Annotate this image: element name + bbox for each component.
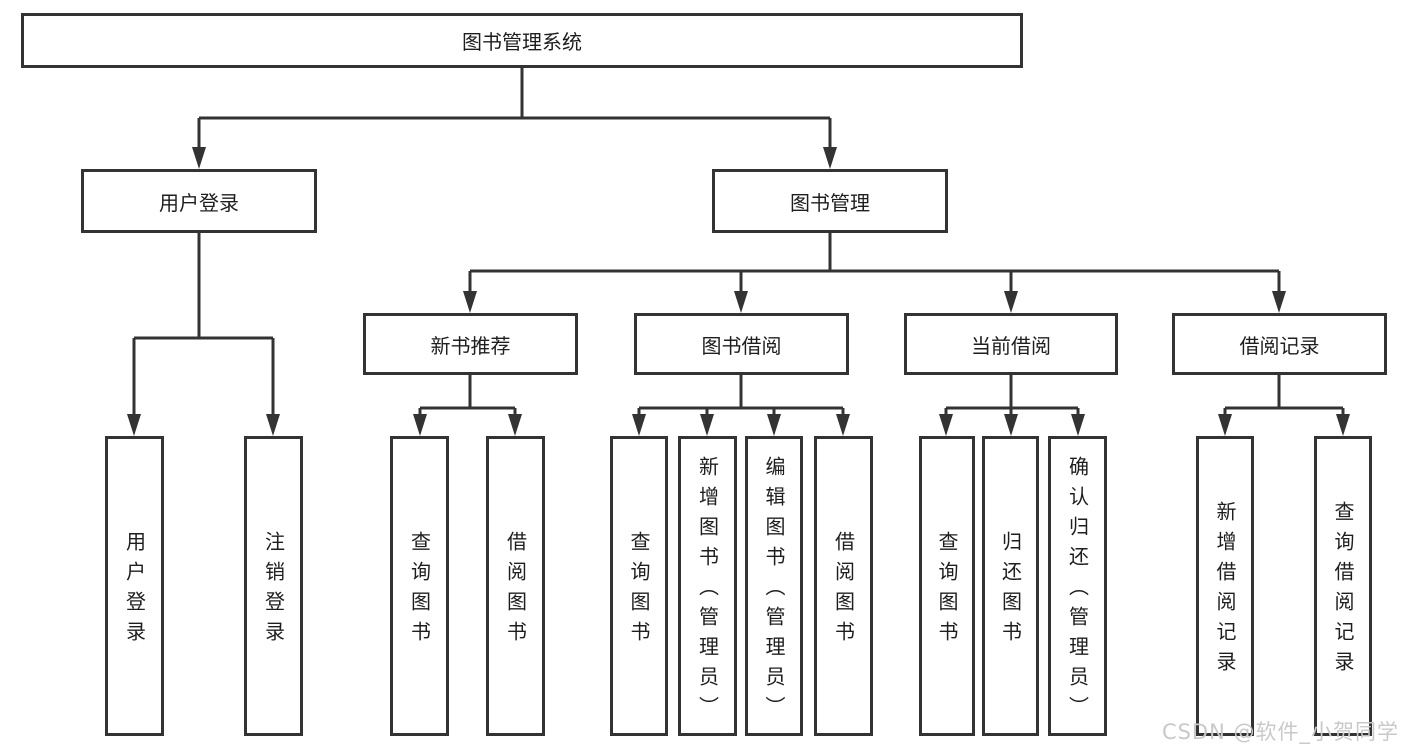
leaf-query-books-2: 查询图书 <box>610 436 668 736</box>
leaf-label: 查询图书 <box>935 531 959 651</box>
arrow-down-icon <box>127 414 141 436</box>
node-book-borrow: 图书借阅 <box>634 313 849 375</box>
leaf-user-login: 用户登录 <box>105 436 164 736</box>
arrow-down-icon <box>1336 414 1350 436</box>
arrow-down-icon <box>192 147 206 169</box>
node-label: 当前借阅 <box>971 333 1051 358</box>
node-current-borrow: 当前借阅 <box>904 313 1118 375</box>
arrow-down-icon <box>767 414 781 436</box>
leaf-label: 用户登录 <box>122 531 147 651</box>
arrow-down-icon <box>632 414 646 436</box>
arrow-down-icon <box>734 291 748 313</box>
arrow-down-icon <box>700 414 714 436</box>
node-label: 图书管理系统 <box>462 30 582 54</box>
leaf-label: 新增图书（管理员） <box>695 456 720 726</box>
leaf-label: 借阅图书 <box>503 531 528 651</box>
leaf-add-borrow-record: 新增借阅记录 <box>1196 436 1254 736</box>
arrow-down-icon <box>1004 291 1018 313</box>
node-user-login: 用户登录 <box>81 169 317 233</box>
leaf-confirm-return-admin: 确认归还（管理员） <box>1048 436 1107 736</box>
node-borrow-records: 借阅记录 <box>1172 313 1387 375</box>
arrow-down-icon <box>508 414 522 436</box>
arrow-down-icon <box>463 291 477 313</box>
node-label: 图书借阅 <box>701 333 782 358</box>
arrow-down-icon <box>836 414 850 436</box>
leaf-logout: 注销登录 <box>244 436 303 736</box>
leaf-label: 借阅图书 <box>831 531 856 651</box>
node-book-management: 图书管理 <box>712 169 948 233</box>
leaf-label: 查询图书 <box>407 531 432 651</box>
leaf-label: 注销登录 <box>261 531 286 651</box>
node-label: 借阅记录 <box>1239 333 1320 358</box>
leaf-label: 查询借阅记录 <box>1331 501 1355 681</box>
arrow-down-icon <box>1071 414 1085 436</box>
leaf-query-books-3: 查询图书 <box>919 436 975 736</box>
csdn-watermark: CSDN @软件_小贺同学 <box>1161 720 1399 744</box>
arrowhead-icons <box>127 147 1350 436</box>
node-label: 用户登录 <box>159 190 239 215</box>
leaf-return-books: 归还图书 <box>982 436 1039 736</box>
leaf-label: 编辑图书（管理员） <box>762 456 786 726</box>
leaf-borrow-books-2: 借阅图书 <box>814 436 873 736</box>
leaf-borrow-books-1: 借阅图书 <box>486 436 545 736</box>
leaf-label: 确认归还（管理员） <box>1065 456 1090 726</box>
leaf-label: 新增借阅记录 <box>1213 501 1237 681</box>
arrow-down-icon <box>266 414 280 436</box>
arrow-down-icon <box>413 414 427 436</box>
connector-paths <box>132 68 1345 415</box>
leaf-label: 查询图书 <box>627 531 651 651</box>
arrow-down-icon <box>1004 414 1018 436</box>
leaf-query-books-1: 查询图书 <box>390 436 449 736</box>
arrow-down-icon <box>1218 414 1232 436</box>
arrow-down-icon <box>939 414 953 436</box>
node-new-book-recommend: 新书推荐 <box>363 313 578 375</box>
node-root-system: 图书管理系统 <box>21 13 1023 68</box>
arrow-down-icon <box>823 147 837 169</box>
arrow-down-icon <box>1272 291 1286 313</box>
leaf-query-borrow-record: 查询借阅记录 <box>1314 436 1372 736</box>
leaf-edit-books-admin: 编辑图书（管理员） <box>745 436 803 736</box>
node-label: 新书推荐 <box>430 333 511 358</box>
leaf-add-books-admin: 新增图书（管理员） <box>678 436 737 736</box>
node-label: 图书管理 <box>790 190 870 215</box>
leaf-label: 归还图书 <box>998 531 1023 651</box>
